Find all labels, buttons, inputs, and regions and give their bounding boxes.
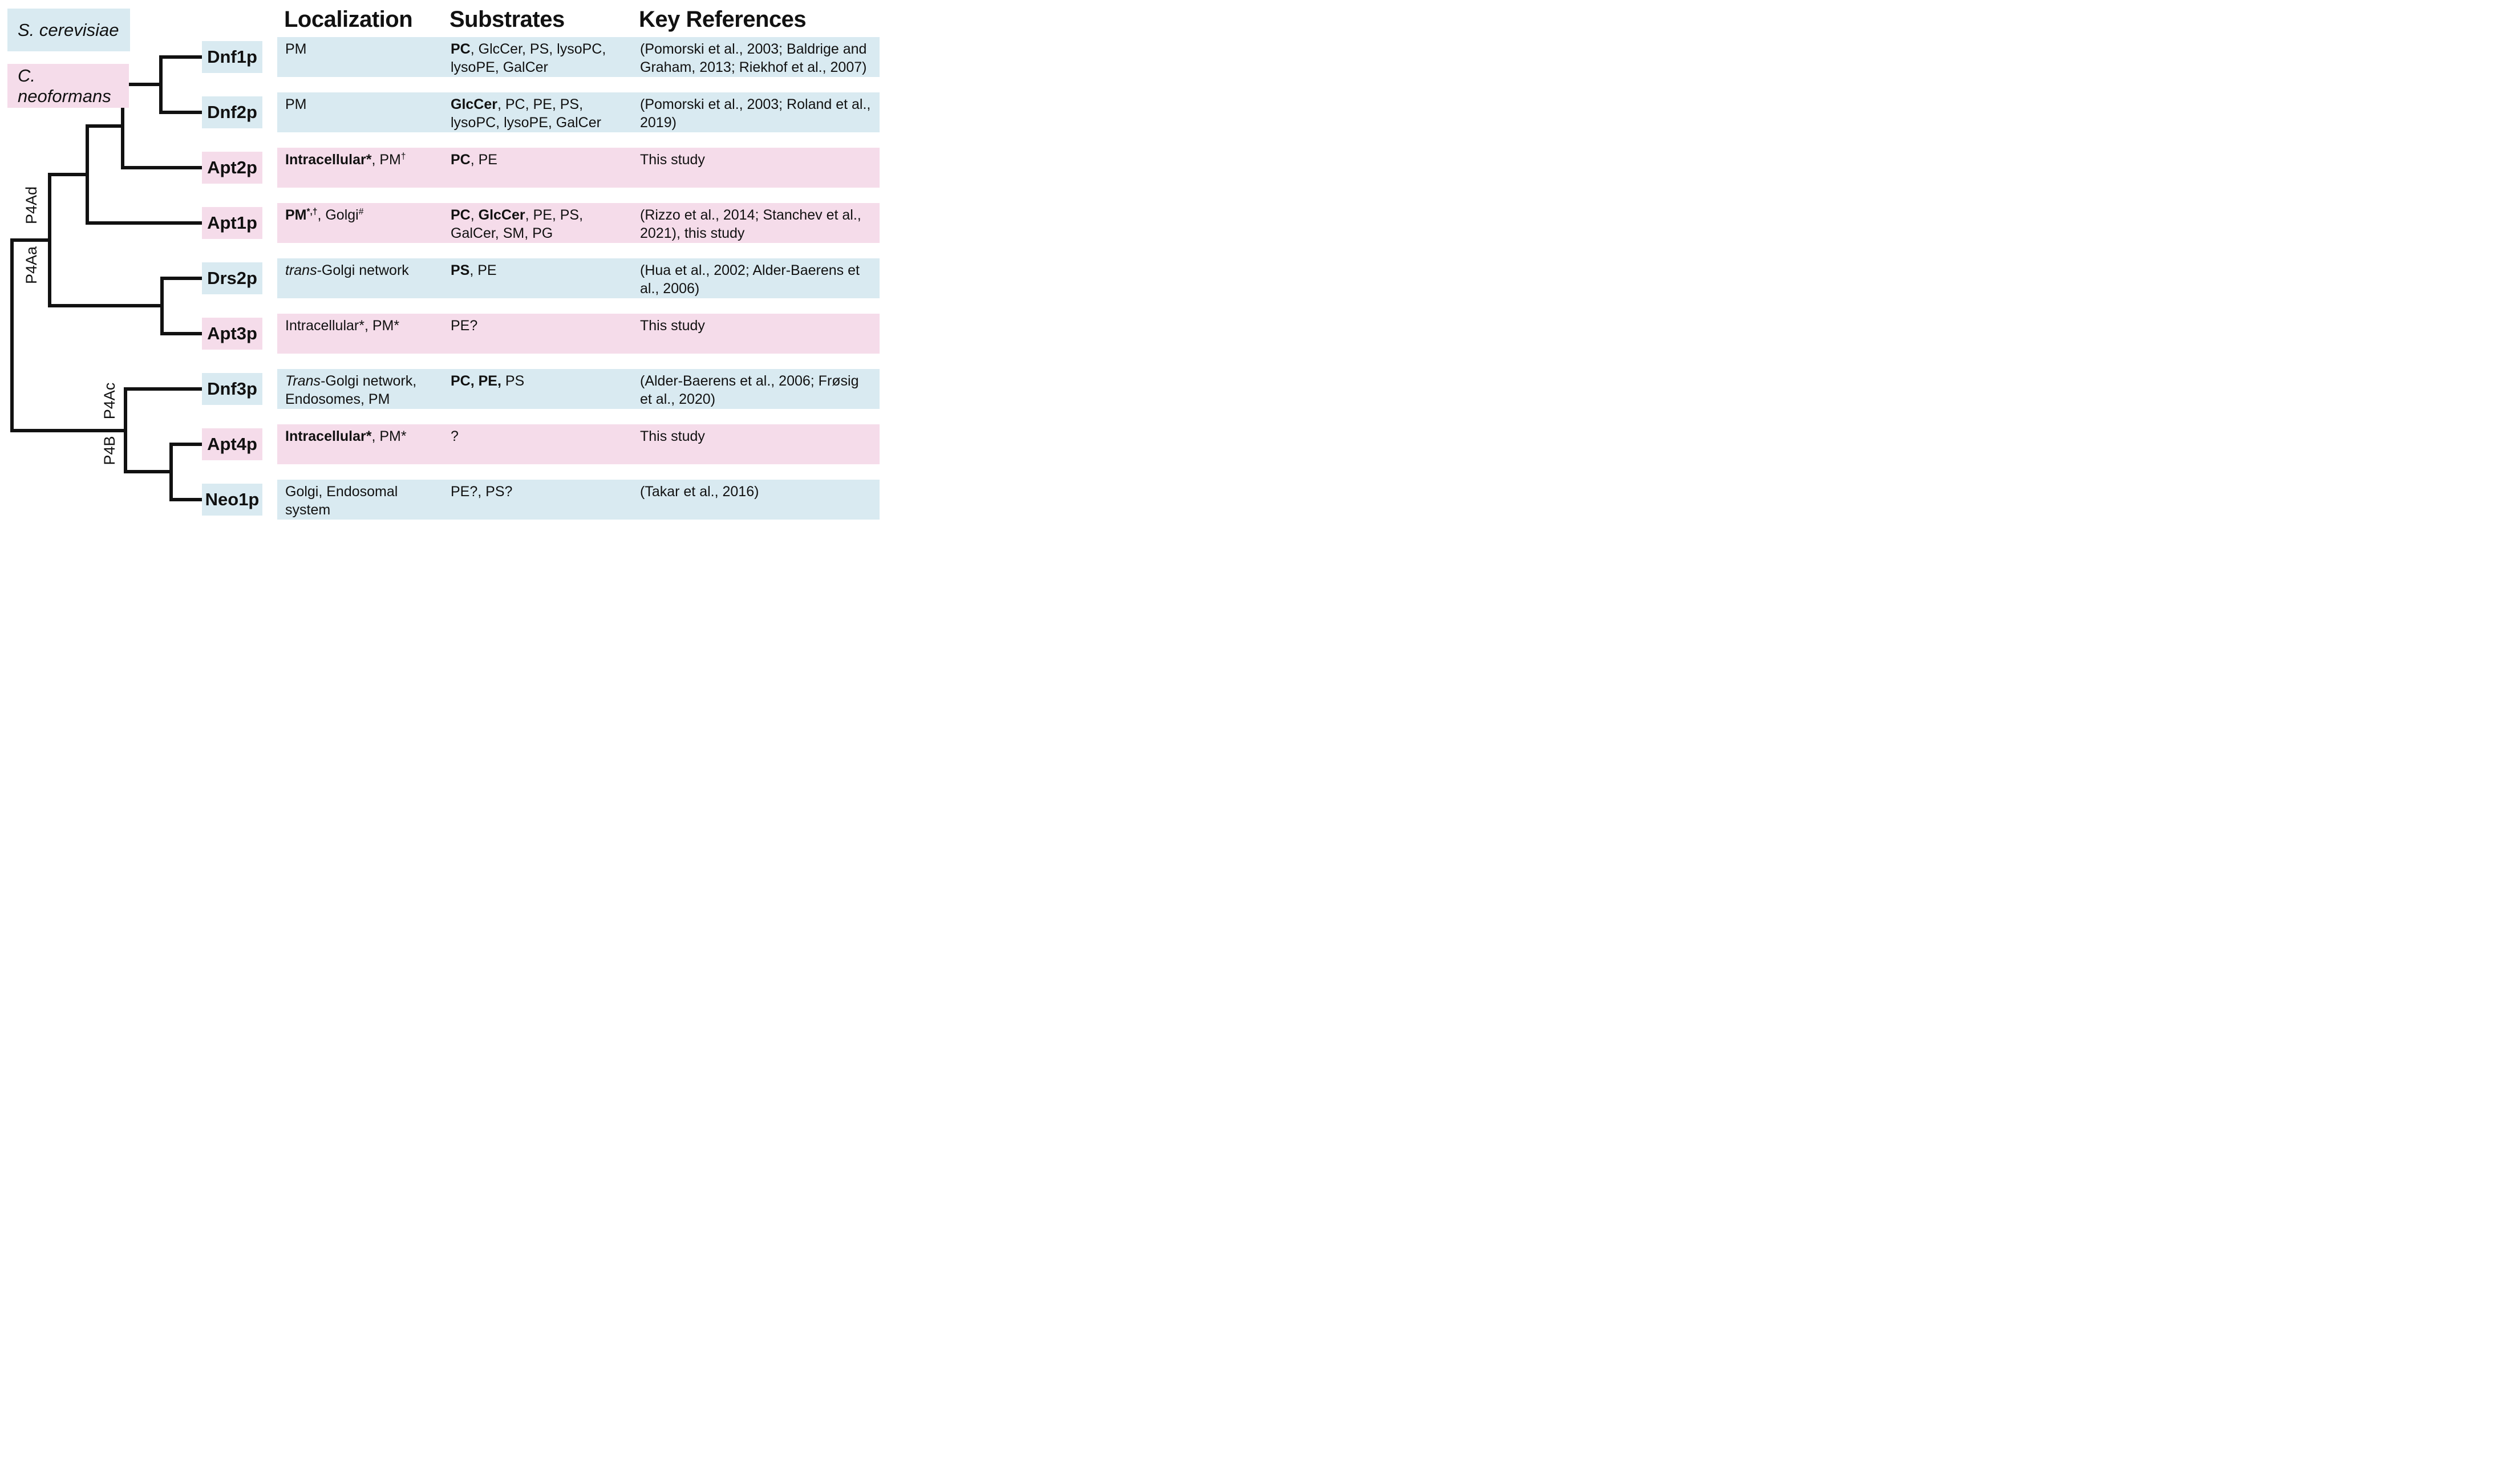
clade-label-p4ad: P4Ad — [23, 186, 40, 224]
localization-cell: PM — [285, 96, 307, 112]
tree-branches — [10, 55, 205, 501]
protein-name-box: Apt4p — [202, 428, 262, 460]
localization-cell: PM — [285, 41, 307, 57]
references-cell: (Hua et al., 2002; Alder-Baerens et al.,… — [640, 262, 860, 297]
substrates-cell: PE? — [451, 318, 478, 334]
substrates-cell: PS, PE — [451, 262, 497, 278]
localization-cell: Trans-Golgi network, Endosomes, PM — [285, 373, 417, 407]
localization-cell: Intracellular*, PM* — [285, 428, 407, 444]
table-row: Dnf3p Trans-Golgi network, Endosomes, PM… — [202, 369, 880, 409]
table-row: Apt1p PM*,†, Golgi# PC, GlcCer, PE, PS, … — [202, 203, 880, 243]
references-cell: This study — [640, 152, 705, 168]
clade-label-p4b: P4B — [101, 436, 118, 465]
clade-label-p4ac: P4Ac — [101, 383, 118, 420]
localization-cell: PM*,†, Golgi# — [285, 207, 364, 223]
row-band — [277, 258, 880, 298]
table-row: Apt2p Intracellular*, PM† PC, PE This st… — [202, 148, 880, 188]
substrates-cell: PE?, PS? — [451, 484, 513, 500]
row-band — [277, 369, 880, 409]
substrates-cell: GlcCer, PC, PE, PS, lysoPC, lysoPE, GalC… — [451, 96, 601, 131]
column-header-substrates: Substrates — [449, 7, 565, 32]
legend-item-s-cerevisiae: S. cerevisiae — [7, 9, 130, 51]
row-band — [277, 203, 880, 243]
row-band — [277, 37, 880, 77]
phylogenetic-tree: P4Ad P4Aa P4Ac P4B — [10, 55, 205, 501]
localization-cell: Intracellular*, PM* — [285, 318, 400, 334]
references-cell: (Alder-Baerens et al., 2006; Frøsig et a… — [640, 373, 859, 407]
references-cell: This study — [640, 318, 705, 334]
protein-name-box: Apt2p — [202, 152, 262, 184]
protein-name-box: Apt3p — [202, 318, 262, 350]
substrates-cell: PC, PE, PS — [451, 373, 525, 389]
references-cell: (Pomorski et al., 2003; Roland et al., 2… — [640, 96, 871, 131]
row-band — [277, 424, 880, 464]
row-band — [277, 314, 880, 354]
column-header-key-references: Key References — [639, 7, 807, 32]
references-cell: (Rizzo et al., 2014; Stanchev et al., 20… — [640, 207, 861, 241]
protein-name-box: Dnf1p — [202, 41, 262, 73]
protein-name-box: Neo1p — [202, 484, 262, 516]
table-row: Apt4p Intracellular*, PM* ? This study — [202, 424, 880, 464]
row-band — [277, 480, 880, 520]
localization-cell: trans-Golgi network — [285, 262, 409, 278]
substrates-cell: PC, PE — [451, 152, 497, 168]
protein-name-box: Drs2p — [202, 262, 262, 294]
localization-cell: Intracellular*, PM† — [285, 152, 406, 168]
row-band — [277, 148, 880, 188]
figure-canvas: P4Ad P4Aa P4Ac P4B S. cerevisiae C. neof… — [0, 0, 881, 524]
protein-name-box: Dnf3p — [202, 373, 262, 405]
table-row: Neo1p Golgi, Endosomal system PE?, PS? (… — [202, 480, 880, 520]
localization-cell: Golgi, Endosomal system — [285, 484, 398, 518]
substrates-cell: ? — [451, 428, 459, 444]
table-row: Drs2p trans-Golgi network PS, PE (Hua et… — [202, 258, 880, 298]
column-header-localization: Localization — [284, 7, 413, 32]
row-band — [277, 92, 880, 132]
table-row: Dnf2p PM GlcCer, PC, PE, PS, lysoPC, lys… — [202, 92, 880, 132]
protein-name-box: Dnf2p — [202, 96, 262, 128]
substrates-cell: PC, GlcCer, PS, lysoPC, lysoPE, GalCer — [451, 41, 606, 75]
table-row: Apt3p Intracellular*, PM* PE? This study — [202, 314, 880, 354]
clade-label-p4aa: P4Aa — [23, 246, 40, 284]
table-row: Dnf1p PM PC, GlcCer, PS, lysoPC, lysoPE,… — [202, 37, 880, 77]
references-cell: (Takar et al., 2016) — [640, 484, 759, 500]
legend-label-c-neoformans: C. neoformans — [18, 65, 111, 106]
references-cell: (Pomorski et al., 2003; Baldrige and Gra… — [640, 41, 867, 75]
protein-name-box: Apt1p — [202, 207, 262, 239]
references-cell: This study — [640, 428, 705, 444]
legend-item-c-neoformans: C. neoformans — [7, 64, 129, 108]
legend-label-s-cerevisiae: S. cerevisiae — [18, 19, 119, 40]
substrates-cell: PC, GlcCer, PE, PS, GalCer, SM, PG — [451, 207, 584, 241]
